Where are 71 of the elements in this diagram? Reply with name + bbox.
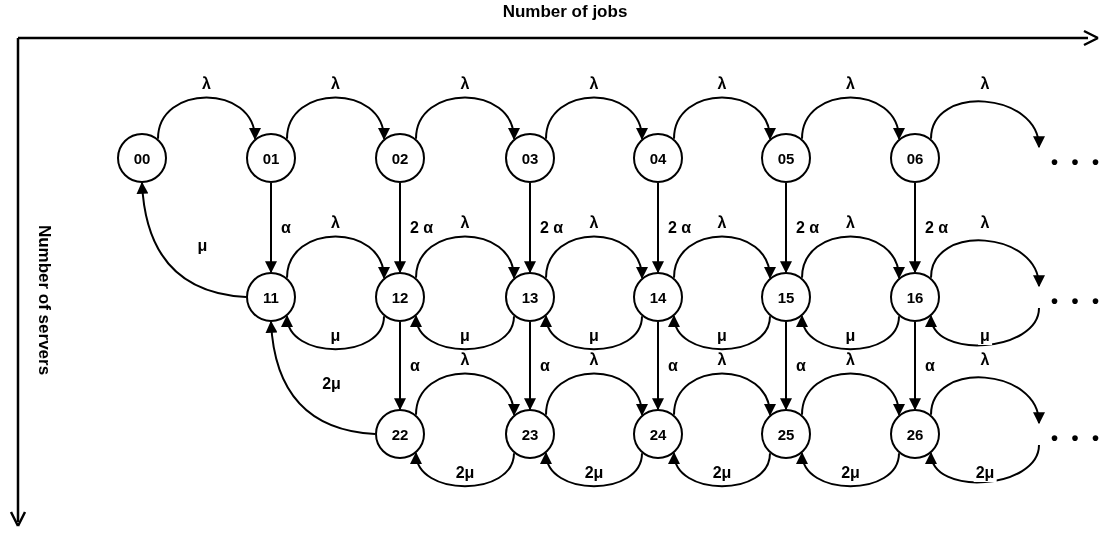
arrow — [670, 452, 771, 488]
state-circle: 06 — [890, 133, 940, 183]
arrow — [780, 321, 792, 411]
arrow — [801, 372, 904, 416]
ellipsis: • • • — [1037, 290, 1113, 312]
arrow — [930, 100, 1044, 149]
arrow — [930, 376, 1044, 425]
arrow — [265, 182, 277, 274]
state-circle: 05 — [761, 133, 811, 183]
arrow — [286, 235, 389, 279]
edge-label: 2μ — [973, 464, 997, 483]
ellipsis: • • • — [1037, 151, 1113, 173]
arrow — [798, 315, 900, 351]
axis-title: Number of jobs — [502, 2, 628, 22]
state-circle: 04 — [633, 133, 683, 183]
arrow — [542, 315, 643, 351]
arrow — [394, 182, 406, 274]
arrow — [545, 372, 647, 416]
arrow — [157, 96, 260, 140]
state-circle: 12 — [375, 272, 425, 322]
state-circle: 24 — [633, 409, 683, 459]
arrow — [909, 321, 921, 411]
arrow — [415, 235, 519, 279]
arrow — [265, 320, 376, 435]
axis-title: Number of servers — [34, 224, 54, 376]
state-circle: 03 — [505, 133, 555, 183]
state-circle: 26 — [890, 409, 940, 459]
arrow — [798, 452, 900, 488]
arrow — [545, 235, 647, 279]
state-circle: 22 — [375, 409, 425, 459]
arrow — [394, 321, 406, 411]
arrow — [415, 96, 519, 140]
arrow — [670, 315, 771, 351]
arrow — [927, 307, 1040, 347]
arrow — [412, 452, 515, 488]
arrow — [545, 96, 647, 140]
state-circle: 15 — [761, 272, 811, 322]
arrow — [673, 372, 775, 416]
state-circle: 11 — [246, 272, 296, 322]
arrow — [542, 452, 643, 488]
arrow — [780, 182, 792, 274]
state-circle: 00 — [117, 133, 167, 183]
state-circle: 16 — [890, 272, 940, 322]
arrow — [673, 96, 775, 140]
arrow — [909, 182, 921, 274]
state-circle: 23 — [505, 409, 555, 459]
edge-label: 2μ — [320, 374, 343, 393]
state-circle: 01 — [246, 133, 296, 183]
arrow — [801, 96, 904, 140]
state-circle: 02 — [375, 133, 425, 183]
edge-label: 2μ — [839, 464, 862, 483]
arrow — [412, 315, 515, 351]
state-circle: 13 — [505, 272, 555, 322]
state-circle: 25 — [761, 409, 811, 459]
arrow — [801, 235, 904, 279]
edge-label: 2μ — [453, 464, 477, 483]
arrow — [930, 239, 1044, 288]
arrow — [415, 372, 519, 416]
arrow — [652, 182, 664, 274]
edge-label: 2μ — [582, 464, 606, 483]
arrow — [673, 235, 775, 279]
arrow — [286, 96, 389, 140]
ellipsis: • • • — [1037, 427, 1113, 449]
arrow — [652, 321, 664, 411]
arrow — [524, 321, 536, 411]
arrow — [283, 315, 385, 351]
arrow — [927, 444, 1040, 484]
state-circle: 14 — [633, 272, 683, 322]
edge-label: 2μ — [710, 464, 734, 483]
arrow — [136, 181, 247, 298]
arrow — [524, 182, 536, 274]
